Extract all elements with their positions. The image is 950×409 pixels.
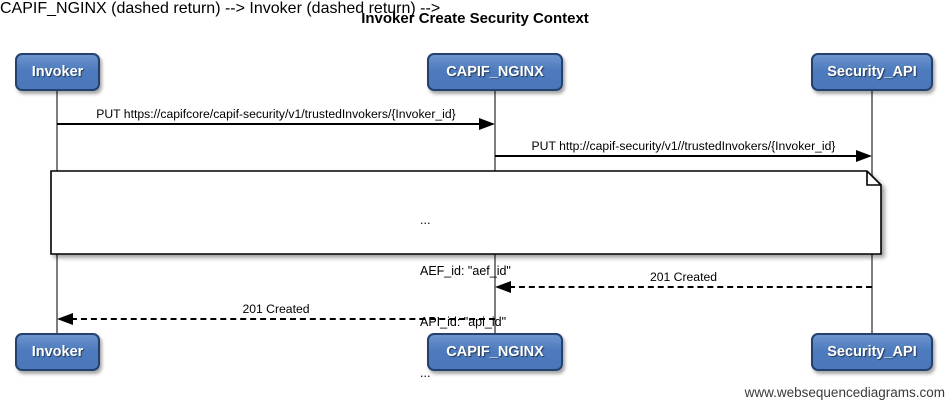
message-put-trusted-invokers-external: PUT https://capifcore/capif-security/v1/…	[96, 107, 456, 121]
arrowhead-right-icon	[479, 118, 495, 130]
actor-invoker-label: Invoker	[31, 344, 84, 360]
actor-capif-nginx-bottom: CAPIF_NGINX	[427, 333, 563, 371]
actor-invoker-bottom: Invoker	[15, 333, 100, 371]
actor-capif-nginx-label: CAPIF_NGINX	[446, 64, 544, 80]
diagram-title: Invoker Create Security Context	[361, 10, 589, 27]
arrowhead-left-icon	[495, 281, 511, 293]
arrowhead-left-icon	[57, 313, 73, 325]
message-put-trusted-invokers-internal: PUT http://capif-security/v1//trustedInv…	[531, 139, 836, 153]
actor-security-api-bottom: Security_API	[811, 333, 933, 371]
actor-invoker-top: Invoker	[15, 53, 100, 91]
message-line-4	[71, 318, 495, 320]
note-line: ...	[420, 213, 431, 227]
message-created-to-invoker: 201 Created	[242, 302, 310, 316]
actor-security-api-label: Security_API	[827, 64, 917, 80]
actor-capif-nginx-label: CAPIF_NGINX	[446, 344, 544, 360]
watermark: www.websequencediagrams.com	[744, 385, 945, 400]
note-shape	[50, 170, 882, 255]
message-created-to-nginx: 201 Created	[649, 270, 718, 284]
note-body: ... AEF_id: "aef_id" API_id: "api_id" ..…	[420, 178, 511, 409]
note-line: AEF_id: "aef_id"	[420, 264, 511, 278]
message-line-1	[57, 123, 481, 125]
message-line-2	[495, 155, 858, 157]
actor-security-api-label: Security_API	[827, 344, 917, 360]
actor-security-api-top: Security_API	[811, 53, 933, 91]
actor-invoker-label: Invoker	[31, 64, 84, 80]
message-line-3	[509, 286, 872, 288]
note-line: ...	[420, 366, 431, 380]
actor-capif-nginx-top: CAPIF_NGINX	[427, 53, 563, 91]
arrowhead-right-icon	[856, 150, 872, 162]
